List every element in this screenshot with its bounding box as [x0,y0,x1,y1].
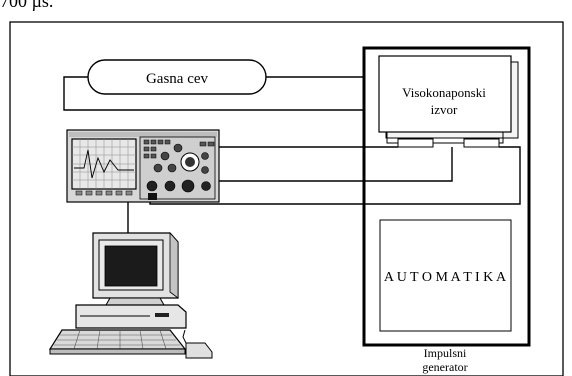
outer-frame [9,21,564,376]
caption-fragment: 700 µs. [0,0,54,11]
monitor-stand [105,297,165,306]
pulse-generator-label-2: generator [422,360,467,374]
wire-scope-signal [218,147,453,182]
automatika-box [379,219,512,332]
hv-source-box [378,55,512,133]
oscilloscope-trace [74,149,134,179]
automatika-label: A U T O M A T I K A [384,270,507,285]
hv-source-label-2: izvor [431,102,458,117]
hv-source-label-1: Visokonaponski [402,85,486,100]
oscilloscope [66,129,220,203]
hv-connector-rail [386,132,504,144]
monitor-screen [104,245,158,287]
connector-left [397,138,434,148]
connector-right [463,138,500,148]
mouse [185,342,213,359]
pulse-generator-label-1: Impulsni [424,346,467,360]
computer [48,231,213,359]
keyboard [48,329,187,350]
wire-tube-left [63,76,380,111]
gas-tube-label: Gasna cev [146,71,209,87]
